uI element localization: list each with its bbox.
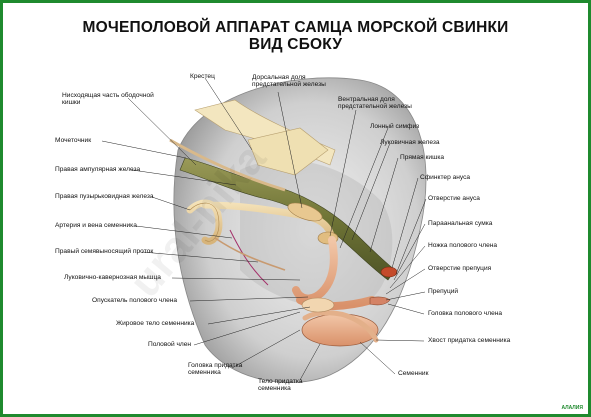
label-epididymis-tail: Хвост придатка семенника [428, 337, 511, 344]
testicular-vessels [229, 229, 269, 286]
label-epididymis-head: Головка придатка семенника [188, 362, 243, 377]
ureter [169, 138, 286, 192]
penis-glans [369, 296, 391, 306]
label-vas-deferens: Правый семявыносящий проток [55, 248, 154, 255]
label-ureter: Мочеточник [55, 137, 92, 144]
label-penis-retractor: Опускатель полового члена [92, 297, 178, 304]
pelvic-bone [247, 127, 329, 176]
label-ampullary-gland: Правая ампулярная железа [55, 166, 141, 173]
label-bulbourethral-gland: Луковичная железа [380, 139, 440, 146]
label-preputial-opening: Отверстие препуция [428, 265, 492, 272]
vas-deferens [214, 237, 286, 271]
seminal-vesicle-outline [189, 202, 220, 242]
label-rectum: Прямая кишка [400, 154, 445, 161]
label-anal-sphincter: Сфинктер ануса [420, 174, 471, 181]
label-penis-crus: Ножка полового члена [428, 242, 498, 249]
label-bulbocavernosus-muscle: Луковично-кавернозная мышца [64, 274, 161, 281]
label-glans-penis: Головка полового члена [428, 310, 503, 317]
label-krestec: Крестец [190, 73, 215, 80]
label-seminal-vesicle: Правая пузырьковидная железа [55, 193, 154, 200]
label-ventral-prostate: Вентральная доля предстательной железы [338, 96, 412, 111]
prostate-dorsal [287, 202, 323, 222]
label-epididymis-body: Тело придатка семенника [258, 378, 303, 393]
label-paraanal-sac: Параанальная сумка [428, 220, 493, 227]
body-silhouette [173, 77, 427, 384]
publisher-logo: АЛАЛИЯ [561, 405, 583, 411]
label-dorsal-prostate: Дорсальная доля предстательной железы [252, 74, 326, 89]
label-testicular-vessels: Артерия и вена семенника [55, 222, 137, 229]
poster-subtitle: ВИД СБОКУ [248, 36, 343, 53]
poster-title: МОЧЕПОЛОВОЙ АППАРАТ САМЦА МОРСКОЙ СВИНКИ [82, 19, 509, 36]
fat-body [301, 297, 335, 313]
label-anal-opening: Отверстие ануса [428, 195, 480, 202]
anal-sphincter [380, 266, 398, 278]
label-pubic-symphysis: Лонный симфиз [370, 123, 420, 130]
label-penis: Половой член [148, 341, 192, 348]
label-descending-colon: Нисходящая часть ободочной кишки [62, 92, 154, 107]
label-prepuce: Препуций [428, 288, 459, 295]
leader-lines-left [101, 97, 321, 381]
epididymis [302, 310, 379, 343]
label-testis: Семенник [398, 370, 429, 377]
leader-lines-right [204, 77, 427, 375]
label-testis-fat-body: Жировое тело семенника [116, 320, 195, 327]
